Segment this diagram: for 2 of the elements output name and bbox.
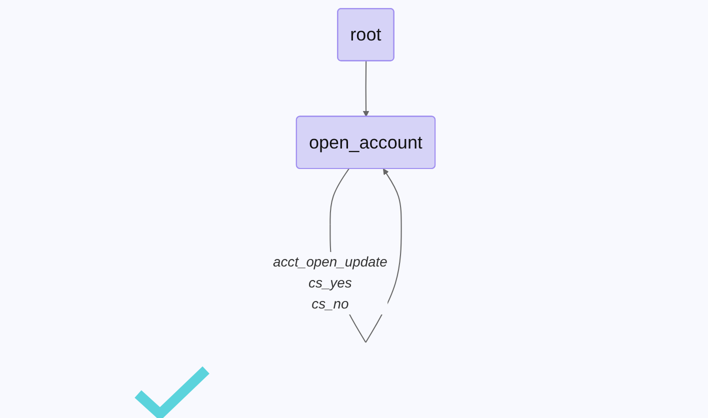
edge-label: acct_open_update cs_yes cs_no (272, 254, 388, 312)
arrow (362, 60, 370, 116)
